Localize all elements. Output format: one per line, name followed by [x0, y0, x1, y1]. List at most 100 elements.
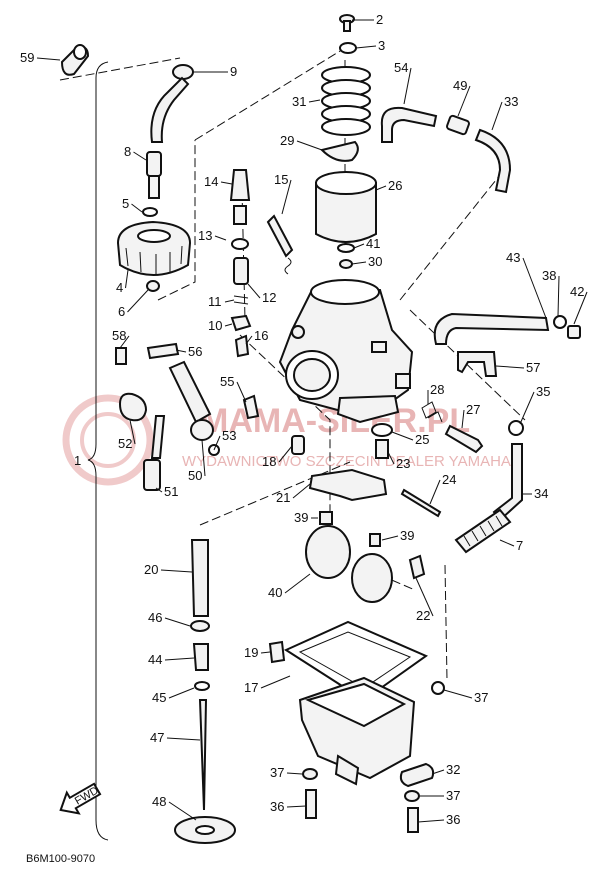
part-28-spring: [421, 401, 443, 423]
part-47-needle: [198, 699, 208, 811]
leader-line-32: [431, 769, 445, 775]
part-35-clip: [508, 420, 524, 436]
callout-49: 49: [453, 78, 467, 93]
leader-line-18: [278, 445, 293, 463]
callout-11: 11: [208, 294, 222, 309]
callout-47: 47: [150, 730, 164, 745]
watermark-line2: WYDAWNICTWO SZCZECIN DEALER YAMAHA: [182, 453, 511, 470]
leader-line-17: [260, 675, 291, 689]
callout-44: 44: [148, 652, 162, 667]
leader-line-44: [164, 657, 195, 661]
leader-line-35: [519, 391, 535, 425]
part-54-hose: [380, 106, 438, 143]
leader-line-33: [491, 101, 503, 131]
leader-line-16: [245, 335, 253, 345]
callout-48: 48: [152, 794, 166, 809]
callout-43: 43: [506, 250, 520, 265]
leader-line-8: [133, 151, 147, 161]
part-56-elbow: [146, 342, 180, 360]
callout-55: 55: [220, 374, 234, 389]
callout-33: 33: [504, 94, 518, 109]
leader-line-47: [166, 737, 201, 741]
leader-line-14: [220, 181, 233, 185]
callout-8: 8: [124, 144, 131, 159]
leader-line-24: [429, 479, 441, 505]
callout-56: 56: [188, 344, 202, 359]
part-4-top-cap: [116, 220, 192, 276]
diagram-code: B6M100-9070: [26, 853, 95, 865]
callout-23: 23: [396, 456, 410, 471]
leader-line-40: [284, 573, 311, 594]
callout-9: 9: [230, 64, 237, 79]
part-13-screws: [231, 205, 249, 250]
leader-line-55: [236, 381, 247, 403]
part-8-nipple: [146, 151, 162, 199]
part-17-gasket: [283, 620, 429, 702]
part-52-band: [118, 392, 148, 422]
leader-line-42: [573, 291, 588, 325]
leader-line-23: [387, 451, 395, 465]
leader-line-12: [247, 283, 261, 299]
leader-line-27: [461, 409, 465, 429]
part-37-washer-a: [302, 768, 318, 780]
callout-59: 59: [20, 50, 34, 65]
part-31-spring: [321, 66, 371, 136]
part-32-bracket: [399, 762, 435, 788]
callout-37: 37: [446, 788, 460, 803]
callout-54: 54: [394, 60, 408, 75]
callout-27: 27: [466, 402, 480, 417]
callout-46: 46: [148, 610, 162, 625]
leader-line-49: [457, 85, 471, 117]
leader-line-25: [391, 431, 414, 441]
watermark-logo: [62, 394, 154, 486]
part-10-bracket: [230, 314, 252, 332]
callout-30: 30: [368, 254, 382, 269]
leader-line-36: [417, 819, 445, 823]
leader-line-7: [499, 539, 515, 547]
callout-5: 5: [122, 196, 129, 211]
leader-line-39: [381, 535, 399, 541]
part-59-cap: [60, 44, 90, 76]
part-2-screw: [339, 14, 355, 32]
part-float-bowl: [298, 676, 416, 786]
callout-24: 24: [442, 472, 456, 487]
part-23-jet: [375, 439, 389, 459]
leader-line-37: [443, 689, 473, 699]
part-29-plate: [320, 140, 359, 162]
leader-line-56: [175, 349, 187, 353]
group-bracket: [87, 61, 109, 841]
part-3-washer: [339, 42, 357, 54]
callout-39: 39: [294, 510, 308, 525]
leader-line-37: [286, 772, 303, 775]
callout-50: 50: [188, 468, 202, 483]
callout-37: 37: [474, 690, 488, 705]
part-27-screw: [444, 424, 484, 454]
part-43-hose: [433, 312, 550, 345]
leader-line-29: [296, 140, 323, 151]
callout-29: 29: [280, 133, 294, 148]
leader-line-57: [495, 365, 525, 369]
part-25-washer: [371, 423, 393, 437]
part-57-bracket: [457, 351, 498, 377]
callout-6: 6: [118, 304, 125, 319]
leader-line-58: [119, 335, 130, 349]
part-37-washer-b: [404, 790, 420, 802]
leader-line-50: [201, 439, 206, 477]
leader-line-4: [125, 269, 129, 289]
part-46-washer: [190, 620, 210, 632]
callout-22: 22: [416, 608, 430, 623]
part-38-clip: [553, 315, 567, 329]
assembly-lines: [59, 47, 526, 681]
callout-32: 32: [446, 762, 460, 777]
callout-10: 10: [208, 318, 222, 333]
leader-line-41: [353, 243, 365, 249]
callout-42: 42: [570, 284, 584, 299]
part-22-screw: [408, 554, 426, 580]
part-42-clamp: [567, 325, 581, 339]
callout-26: 26: [388, 178, 402, 193]
part-cable-tube: [168, 360, 212, 424]
part-36-bolt-b: [407, 807, 419, 833]
part-30-washer: [339, 259, 353, 269]
part-49-joint: [446, 114, 470, 136]
